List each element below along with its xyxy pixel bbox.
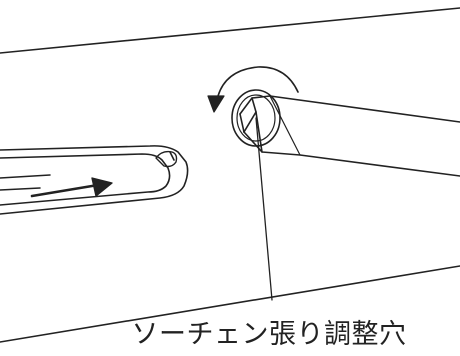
rotation-arrow	[207, 66, 299, 113]
callout-label: ソーチェン張り調整穴	[131, 319, 407, 350]
direction-arrow	[30, 177, 113, 198]
guide-bar	[0, 145, 189, 215]
panel-top-edge	[0, 7, 460, 54]
panel-bottom-edge	[0, 265, 460, 343]
screwdriver	[239, 95, 460, 177]
callout-leader	[255, 117, 273, 301]
